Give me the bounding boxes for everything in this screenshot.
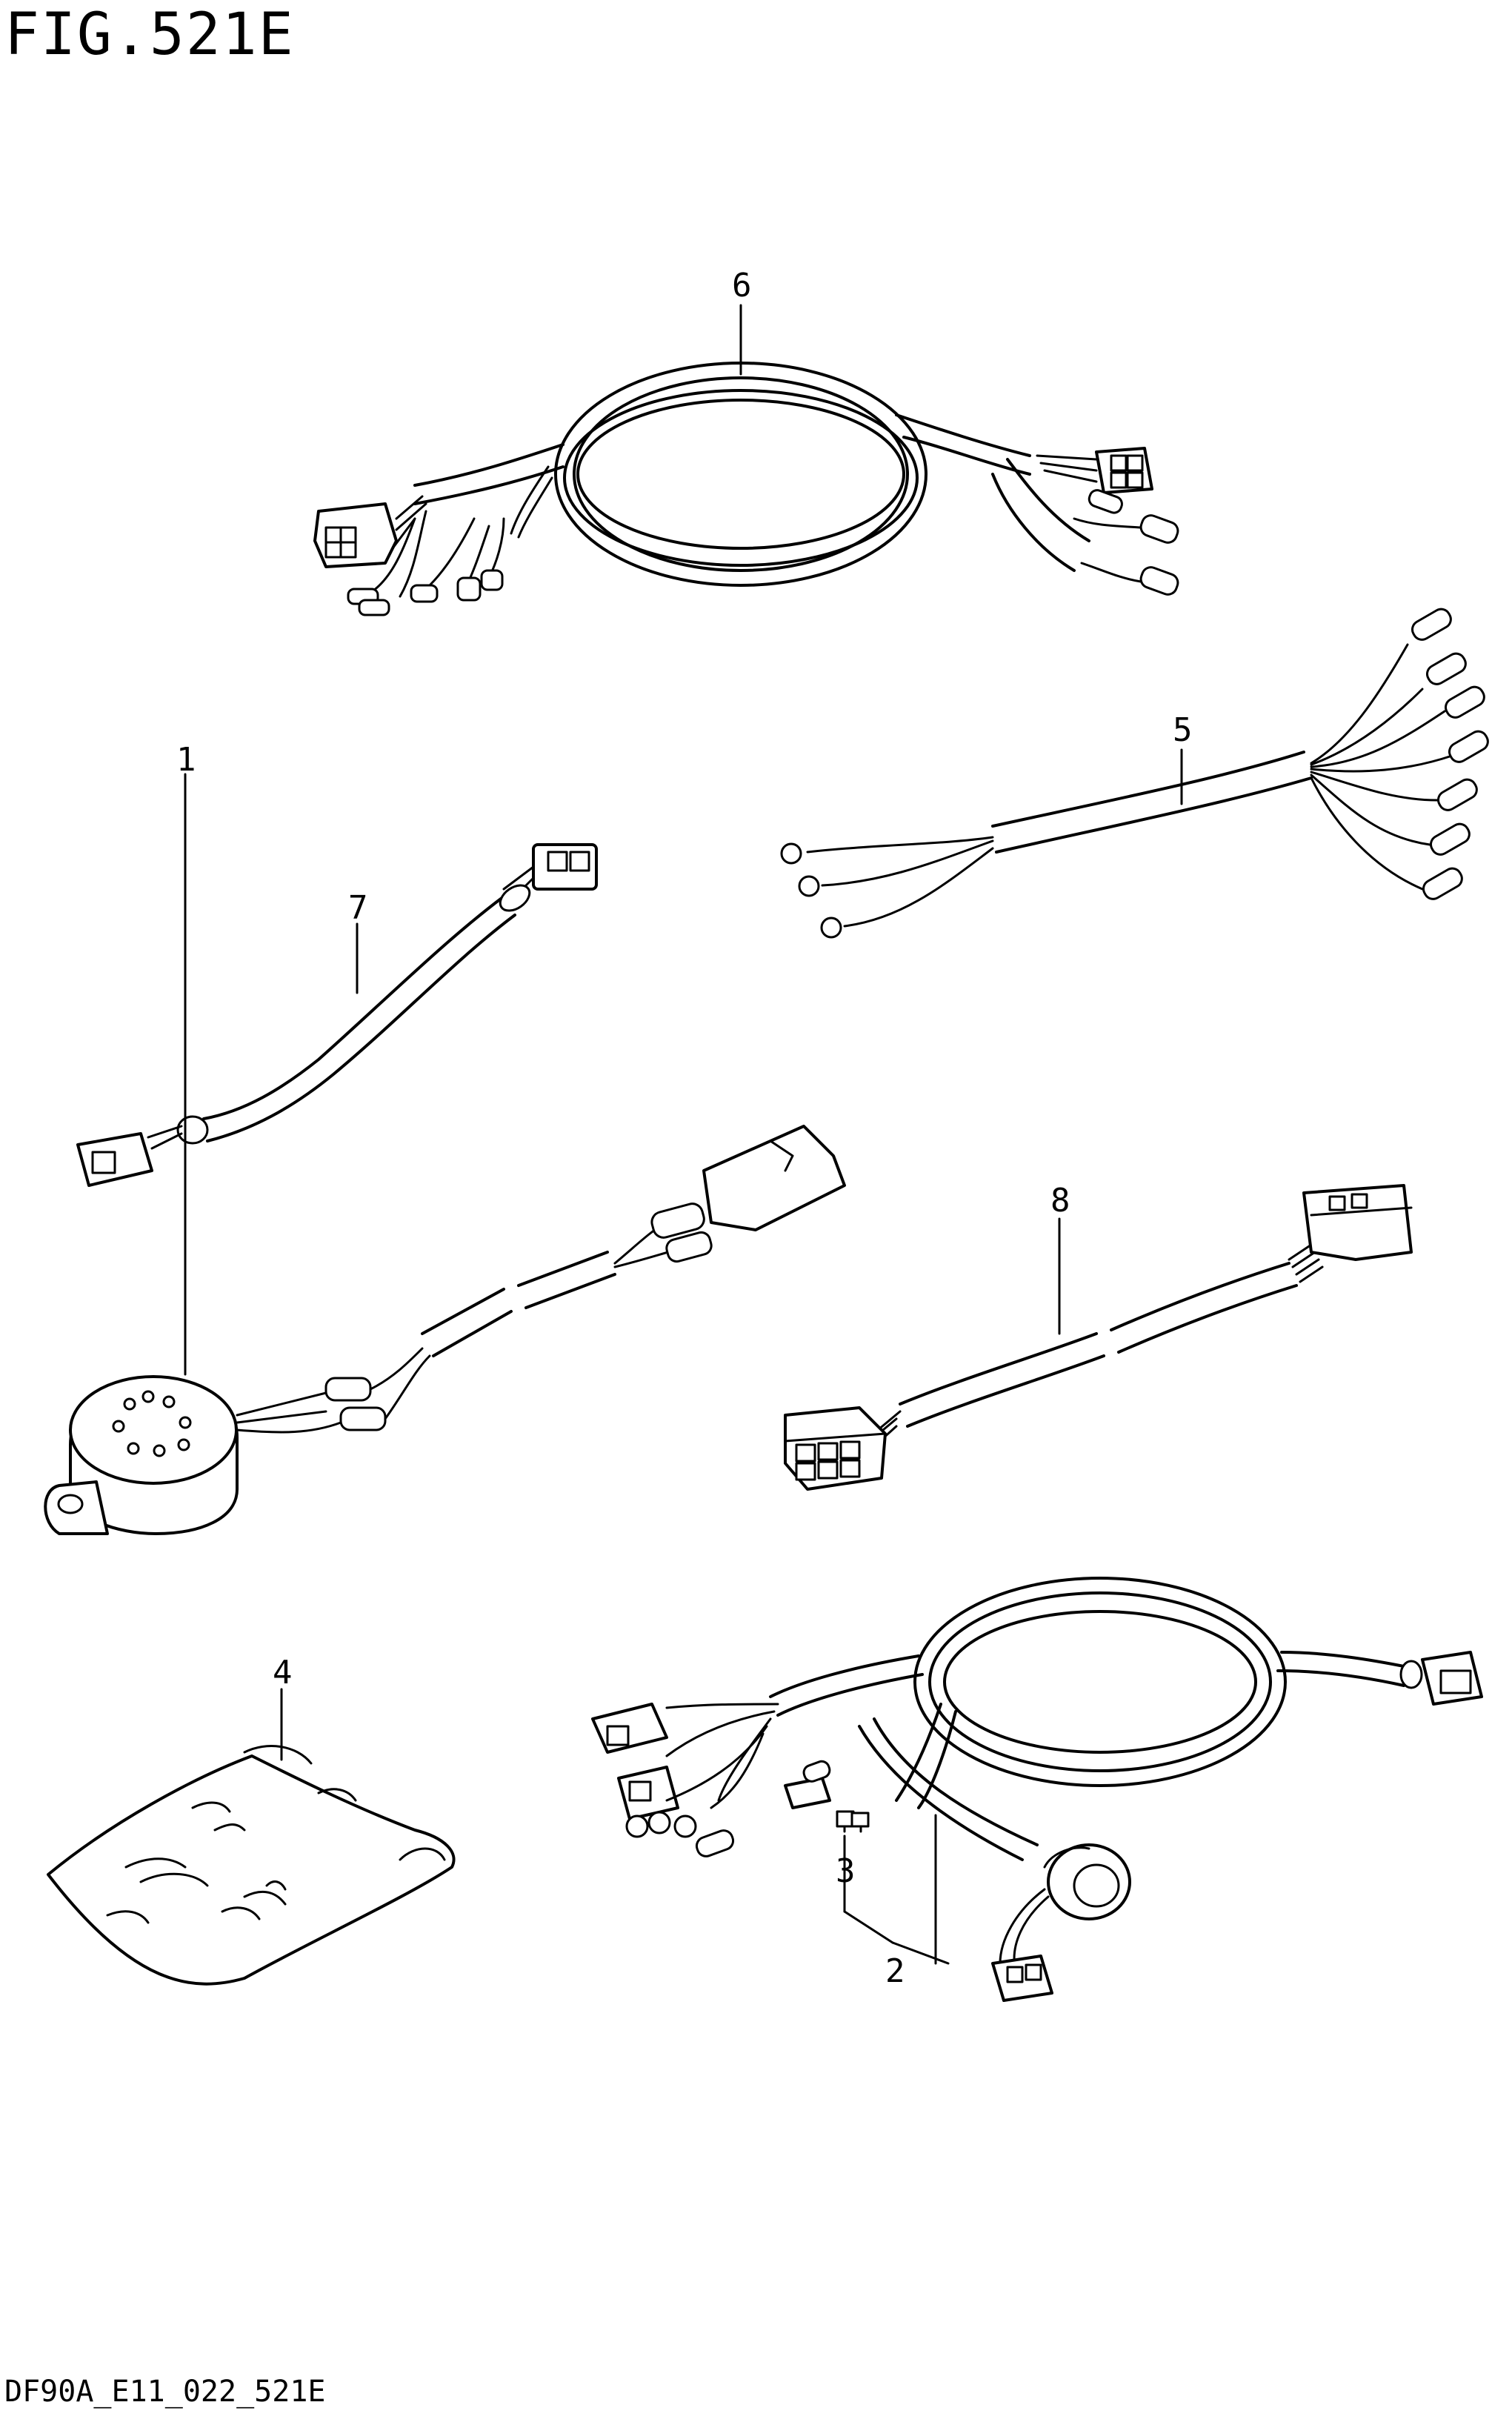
callout-2-3-leader: 3 2 [836,1814,950,1990]
part-8-extension[interactable] [784,1184,1413,1491]
callout-2-label: 2 [885,1952,905,1990]
part-5-harness[interactable] [780,606,1491,939]
part-1-buzzer[interactable] [44,1125,846,1535]
callout-7-label: 7 [348,889,368,927]
callout-6-leader: 6 [732,267,752,376]
figure-title: FIG.521E [4,1,295,68]
callout-4-label: 4 [273,1654,293,1691]
callout-3-label: 3 [836,1852,856,1890]
part-4-parts-bag[interactable] [47,1745,456,1986]
callout-8-label: 8 [1050,1182,1070,1220]
callout-6-label: 6 [732,267,752,305]
part-7-adapter[interactable] [76,843,598,1187]
part-3-fuse[interactable] [836,1810,870,1833]
callout-5-label: 5 [1173,711,1193,749]
callout-4-leader: 4 [273,1654,293,1761]
callout-7-leader: 7 [348,889,368,994]
callout-8-leader: 8 [1050,1182,1070,1335]
callout-1-label: 1 [176,741,196,779]
callout-1-leader: 1 [176,741,196,1376]
callout-5-leader: 5 [1173,711,1193,805]
part-6-harness[interactable] [313,362,1180,616]
part-2-harness[interactable] [591,1577,1483,2002]
drawing-code: DF90A_E11_022_521E [4,2375,326,2409]
